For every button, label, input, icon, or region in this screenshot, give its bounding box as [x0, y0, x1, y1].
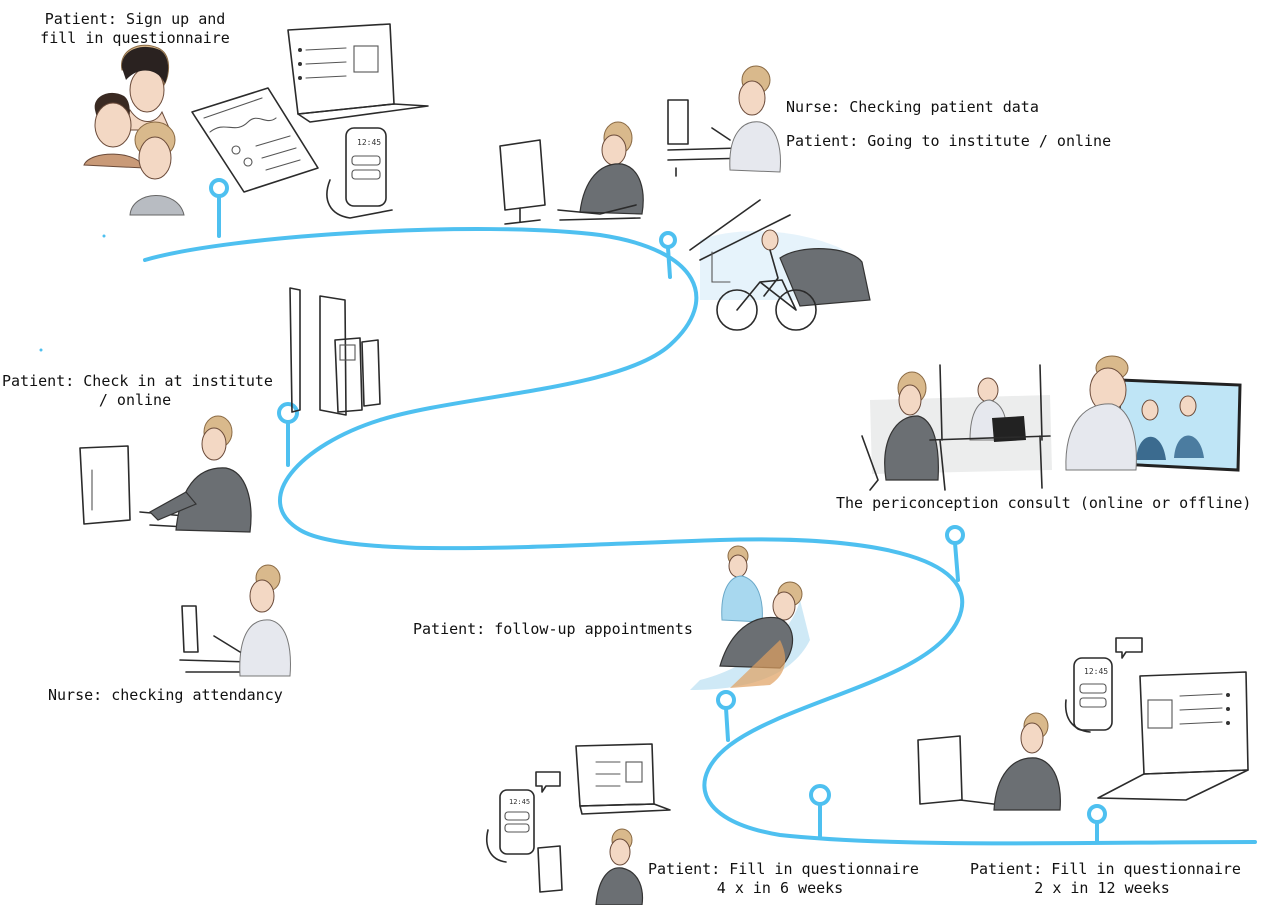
pin-q-6weeks	[809, 784, 831, 840]
label-q-6weeks-line1: Patient: Fill in questionnaire	[648, 860, 919, 878]
pin-q-12weeks	[1087, 804, 1107, 844]
label-patient-going: Patient: Going to institute / online	[786, 132, 1112, 150]
label-nurse-check: Nurse: Checking patient data	[786, 98, 1039, 116]
label-check-in: Patient: Check in at institute / online	[2, 372, 273, 410]
patients-faces-illustration	[83, 44, 185, 216]
label-q-6weeks: Patient: Fill in questionnaire 4 x in 6 …	[648, 860, 919, 898]
label-consult: The periconception consult (online or of…	[836, 494, 1252, 512]
pin-going	[659, 231, 677, 279]
consult-online-illustration	[1065, 355, 1242, 472]
pin-check-in	[277, 402, 299, 467]
phone-time-right: 12:45	[1084, 667, 1108, 676]
label-check-in-line2: / online	[98, 391, 172, 409]
nurse-at-computer-illustration	[499, 121, 644, 225]
label-signup: Patient: Sign up and fill in questionnai…	[20, 10, 250, 48]
phone-time-left: 12:45	[509, 798, 530, 806]
consult-in-person-illustration	[861, 364, 1052, 491]
questionnaire-device-illustration-left: 12:45	[486, 743, 671, 905]
label-q-6weeks-line2: 4 x in 6 weeks	[716, 879, 844, 897]
label-signup-line1: Patient: Sign up and	[44, 10, 226, 28]
label-q-12weeks: Patient: Fill in questionnaire 2 x in 12…	[970, 860, 1241, 898]
label-check-in-line1: Patient: Check in at institute	[2, 372, 273, 390]
phone-in-hand-illustration-top: 12:45	[326, 127, 393, 219]
nurse-with-tablet-illustration	[667, 65, 781, 177]
nurse-checking-attendancy-illustration	[179, 564, 291, 677]
pin-follow-up	[716, 690, 736, 742]
journey-path	[143, 227, 1257, 846]
pin-consult	[945, 525, 965, 582]
follow-up-appointment-illustration	[690, 545, 810, 690]
label-q-12weeks-line1: Patient: Fill in questionnaire	[970, 860, 1241, 878]
phone-time-top: 12:45	[357, 138, 381, 147]
bicycle-and-car-illustration	[689, 199, 871, 331]
door-and-kiosk-illustration	[289, 287, 381, 416]
patient-at-computer-illustration	[79, 415, 252, 533]
questionnaire-sheet-illustration	[191, 87, 319, 193]
label-q-12weeks-line2: 2 x in 12 weeks	[1034, 879, 1170, 897]
questionnaire-device-illustration-right: 12:45	[917, 637, 1249, 811]
label-follow-up: Patient: follow-up appointments	[413, 620, 693, 638]
label-signup-line2: fill in questionnaire	[40, 29, 230, 47]
laptop-illustration-top	[287, 23, 429, 123]
pin-signup	[209, 178, 229, 238]
label-attendancy: Nurse: checking attendancy	[48, 686, 283, 704]
